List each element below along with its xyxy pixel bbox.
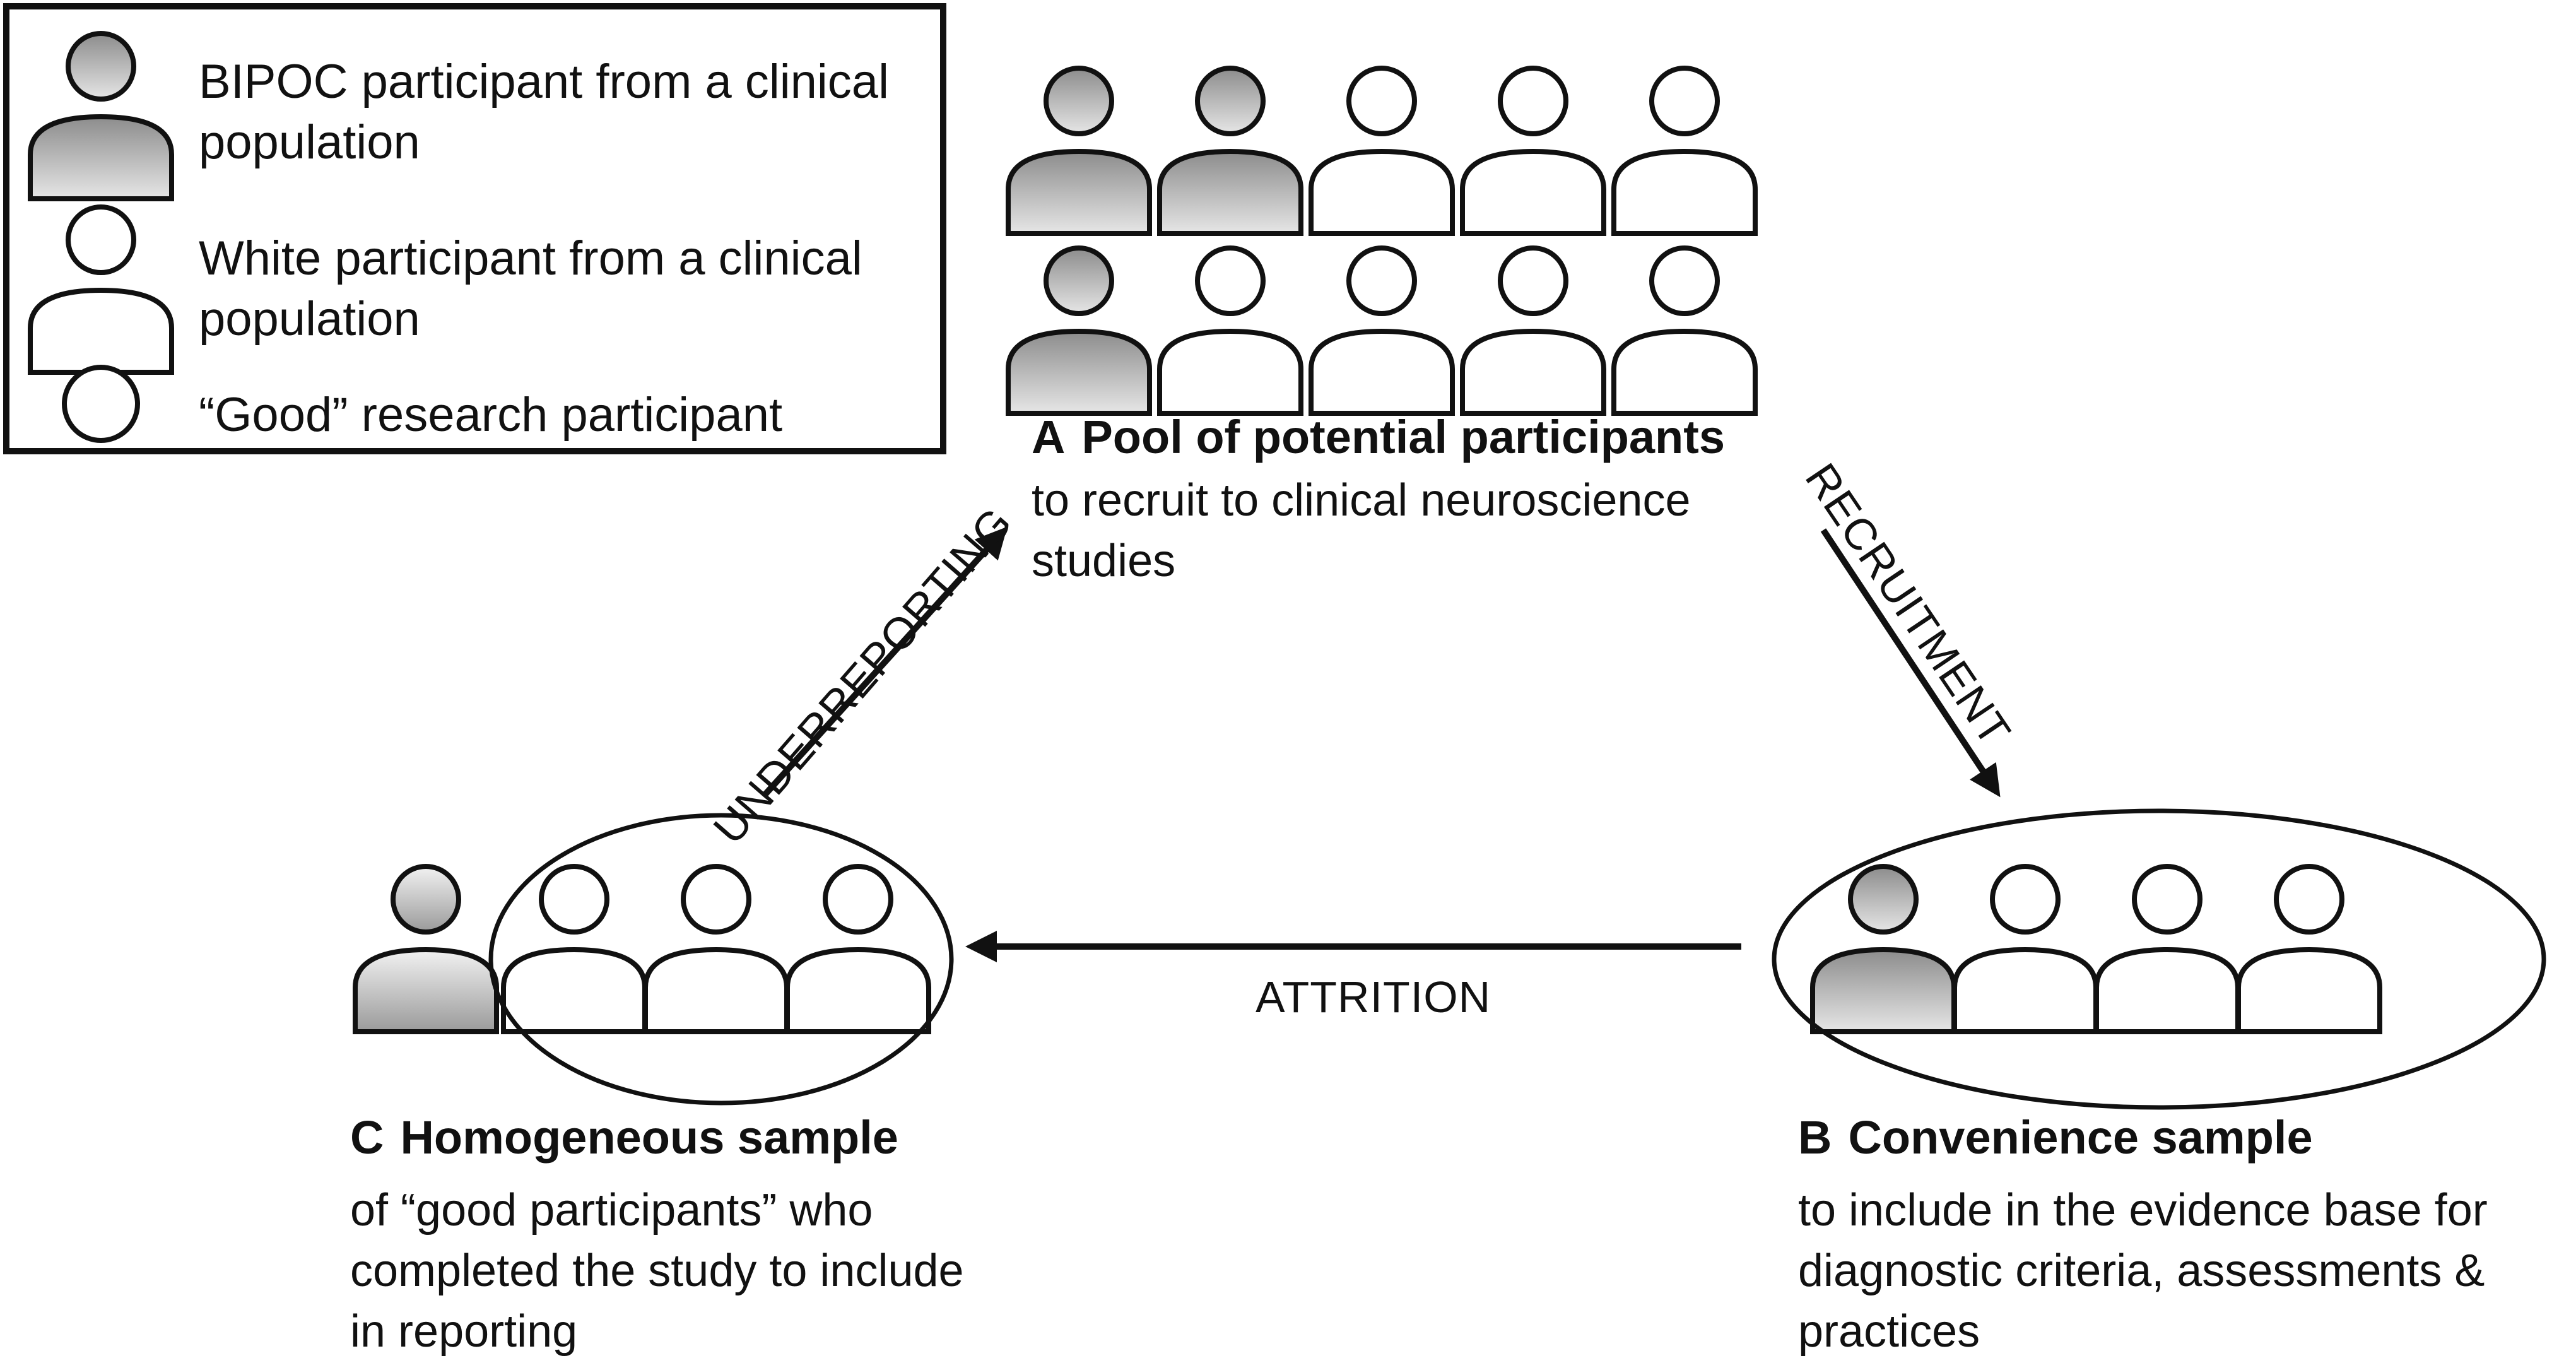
pool-person-white xyxy=(1611,66,1758,236)
person-head xyxy=(1044,245,1114,316)
pool-person-white xyxy=(1611,245,1758,416)
person-body xyxy=(1006,328,1152,416)
pool-person-bipoc xyxy=(1006,245,1152,416)
pool-person-white xyxy=(1460,245,1606,416)
pool-title: Pool of potential participants xyxy=(1081,411,1726,463)
person-head xyxy=(66,204,136,275)
convenience-person-white xyxy=(2236,864,2382,1034)
person-body xyxy=(2094,947,2240,1034)
convenience-sample-ellipse xyxy=(1772,808,2546,1110)
person-body xyxy=(1810,947,1956,1034)
person-body xyxy=(1952,947,2098,1034)
convenience-title: Convenience sample xyxy=(1848,1111,2313,1164)
person-head xyxy=(1498,66,1568,136)
homogeneous-description: of “good participants” who completed the… xyxy=(350,1185,964,1357)
person-body xyxy=(785,947,931,1034)
person-head xyxy=(681,864,751,935)
person-body xyxy=(1006,148,1152,236)
person-head xyxy=(391,864,461,935)
person-body xyxy=(1157,328,1303,416)
convenience-person-bipoc xyxy=(1810,864,1956,1034)
pool-heading: A Pool of potential participants xyxy=(1032,407,1725,468)
person-body xyxy=(1611,328,1758,416)
person-body xyxy=(1611,148,1758,236)
legend-icon-white-person xyxy=(28,204,174,375)
person-head xyxy=(1498,245,1568,316)
person-body xyxy=(1309,328,1455,416)
convenience-person-white xyxy=(1952,864,2098,1034)
person-head xyxy=(1649,245,1720,316)
person-head xyxy=(1848,864,1919,935)
person-body xyxy=(28,287,174,375)
pool-letter: A xyxy=(1032,411,1066,463)
person-head xyxy=(1649,66,1720,136)
person-head xyxy=(2132,864,2203,935)
person-head xyxy=(1346,66,1417,136)
convenience-heading: B Convenience sample xyxy=(1798,1107,2313,1168)
convenience-description: to include in the evidence base for diag… xyxy=(1798,1185,2488,1357)
pool-person-white xyxy=(1309,66,1455,236)
person-body xyxy=(2236,947,2382,1034)
homogeneous-inside-person-white xyxy=(785,864,931,1034)
homogeneous-title: Homogeneous sample xyxy=(400,1111,898,1164)
pool-person-white xyxy=(1157,245,1303,416)
person-body xyxy=(28,114,174,201)
underreporting-arrow xyxy=(761,526,1008,799)
legend-label-white: White participant from a clinical popula… xyxy=(199,232,862,346)
pool-person-white xyxy=(1309,245,1455,416)
person-head xyxy=(1346,245,1417,316)
legend-icon-good-participant-head xyxy=(62,365,140,443)
legend-icon-bipoc-person xyxy=(28,31,174,201)
pool-description: to recruit to clinical neuroscience stud… xyxy=(1032,475,1691,586)
person-head xyxy=(823,864,893,935)
homogeneous-inside-person-white xyxy=(643,864,789,1034)
person-head xyxy=(2274,864,2344,935)
homogeneous-sample-ellipse xyxy=(488,813,954,1106)
person-head xyxy=(539,864,609,935)
pool-person-white xyxy=(1460,66,1606,236)
person-head xyxy=(1044,66,1114,136)
person-head xyxy=(1195,66,1266,136)
person-body xyxy=(501,947,647,1034)
person-body xyxy=(643,947,789,1034)
homogeneous-letter: C xyxy=(350,1111,384,1164)
attrition-label: ATTRITION xyxy=(1256,972,1491,1022)
person-head xyxy=(66,31,136,102)
legend-box xyxy=(3,3,946,454)
homogeneous-outside-person xyxy=(353,864,499,1034)
legend-label-good: “Good” research participant xyxy=(199,388,783,442)
convenience-person-white xyxy=(2094,864,2240,1034)
person-body xyxy=(1460,328,1606,416)
person-body xyxy=(1157,148,1303,236)
pool-person-bipoc xyxy=(1006,66,1152,236)
homogeneous-heading: C Homogeneous sample xyxy=(350,1107,898,1168)
person-head xyxy=(1195,245,1266,316)
recruitment-arrow xyxy=(1820,528,2001,798)
person-body xyxy=(1460,148,1606,236)
person-head xyxy=(1990,864,2061,935)
legend-label-bipoc: BIPOC participant from a clinical popula… xyxy=(199,55,889,169)
person-body xyxy=(353,947,499,1034)
convenience-letter: B xyxy=(1798,1111,1832,1164)
homogeneous-inside-person-white xyxy=(501,864,647,1034)
person-body xyxy=(1309,148,1455,236)
pool-person-bipoc xyxy=(1157,66,1303,236)
